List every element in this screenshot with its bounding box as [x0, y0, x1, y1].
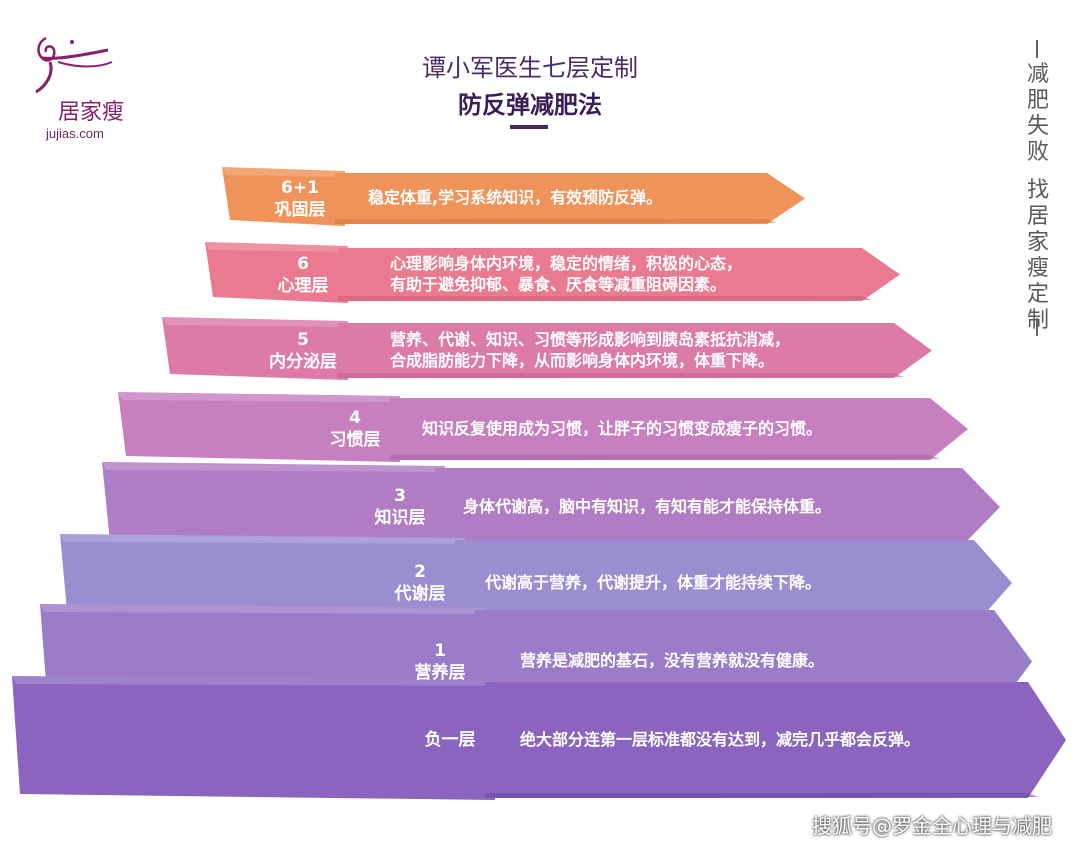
layer-arrow-shade	[335, 219, 777, 224]
layer-description-line: 有助于避免抑郁、暴食、厌食等减重阻碍因素。	[390, 274, 727, 294]
slogan-char: 定	[1026, 282, 1049, 307]
layer-label: 负一层	[400, 729, 500, 751]
layer-number: 6+1	[281, 177, 319, 198]
logo-brand-name: 居家瘦	[58, 100, 125, 125]
layer-number: 2	[414, 562, 426, 582]
layer-description: 知识反复使用成为习惯，让胖子的习惯变成瘦子的习惯。	[422, 418, 822, 439]
brand-logo: 居家瘦 jujias.com	[28, 28, 138, 148]
side-divider-bottom	[1036, 318, 1038, 336]
layer-description: 代谢高于营养，代谢提升，体重才能持续下降。	[485, 572, 821, 593]
layer-name: 心理层	[277, 275, 329, 296]
layer-block	[162, 317, 348, 380]
layer-description: 稳定体重,学习系统知识，有效预防反弹。	[368, 187, 662, 208]
layer-block	[118, 392, 400, 462]
layer-arrow	[435, 468, 1000, 546]
watermark: 搜狐号@罗金全心理与减肥	[812, 814, 1052, 838]
layer-highlight	[205, 242, 348, 252]
layer-description: 心理影响身体内环境，稳定的情绪，积极的心态，有助于避免抑郁、暴食、厌食等减重阻碍…	[390, 253, 742, 295]
layer-highlight	[12, 676, 495, 686]
layer-arrow	[455, 540, 1012, 626]
layer-description: 营养、代谢、知识、习惯等形成影响到胰岛素抵抗消减，合成脂肪能力下降，从而影响身体…	[390, 329, 790, 371]
layer-description: 身体代谢高，脑中有知识，有知有能才能保持体重。	[463, 496, 831, 517]
layer-block	[102, 462, 445, 548]
layer-number: 6	[297, 253, 309, 274]
slogan-char: 居	[1026, 204, 1049, 229]
layer-block	[60, 534, 465, 628]
layer-block	[222, 167, 345, 226]
layer-arrow	[338, 248, 900, 301]
layer-description-line: 营养、代谢、知识、习惯等形成影响到胰岛素抵抗消减，	[390, 329, 791, 349]
layer-description-line: 稳定体重,学习系统知识，有效预防反弹。	[368, 188, 663, 207]
layer-number: 3	[394, 486, 406, 506]
layer-name: 代谢层	[394, 584, 446, 604]
layer-description: 绝大部分连第一层标准都没有达到，减完几乎都会反弹。	[520, 729, 920, 750]
layer-arrow-shade	[390, 455, 940, 460]
side-divider-top	[1036, 40, 1038, 58]
layer-name: 习惯层	[329, 430, 381, 450]
layer-arrow-shade	[338, 373, 904, 378]
dancer-logo-icon	[35, 36, 113, 94]
slogan-char: 瘦	[1026, 256, 1049, 281]
layer-highlight	[118, 392, 400, 402]
slogan-char: 减	[1026, 62, 1049, 87]
layer-description-line: 绝大部分连第一层标准都没有达到，减完几乎都会反弹。	[520, 729, 921, 749]
layer-number: 4	[349, 408, 361, 428]
layer-block	[205, 242, 348, 303]
layer-highlight	[102, 462, 445, 472]
layer-name: 营养层	[414, 662, 466, 683]
layer-arrow	[485, 682, 1066, 798]
slogan-char: 败	[1026, 140, 1049, 165]
layer-description-line: 合成脂肪能力下降，从而影响身体内环境，体重下降。	[390, 350, 775, 370]
layer-block	[12, 676, 495, 800]
layer-arrow-shade	[338, 296, 872, 301]
layer-arrow	[338, 323, 932, 378]
title-line-2: 防反弹减肥法	[458, 91, 602, 119]
layer-description-line: 知识反复使用成为习惯，让胖子的习惯变成瘦子的习惯。	[422, 418, 823, 438]
layer-name: 知识层	[374, 508, 426, 528]
layer-highlight	[222, 167, 345, 177]
layer-number: 1	[434, 640, 446, 661]
layer-highlight	[162, 317, 348, 327]
layer-description-line: 代谢高于营养，代谢提升，体重才能持续下降。	[485, 572, 822, 592]
layer-number: 5	[297, 329, 309, 350]
logo-domain: jujias.com	[46, 126, 104, 141]
layer-arrow	[390, 398, 968, 460]
slogan-char: 找	[1026, 178, 1049, 203]
layer-arrow-shade	[485, 793, 1038, 798]
slogan-char: 肥	[1026, 88, 1049, 113]
side-slogan: 减肥失败找居家瘦定制	[1024, 62, 1052, 334]
layer-description-line: 营养是减肥的基石，没有营养就没有健康。	[520, 651, 825, 670]
layer-highlight	[60, 534, 465, 544]
title-line-1: 谭小军医生七层定制	[422, 54, 638, 82]
layer-arrow	[335, 173, 805, 224]
layer-name: 负一层	[424, 730, 476, 750]
layer-name: 内分泌层	[269, 351, 337, 372]
title-underline	[510, 125, 548, 129]
layer-description-line: 身体代谢高，脑中有知识，有知有能才能保持体重。	[463, 496, 832, 516]
layer-description-line: 心理影响身体内环境，稳定的情绪，积极的心态，	[390, 253, 743, 273]
layer-highlight	[40, 604, 485, 614]
layer-name: 巩固层	[274, 199, 326, 220]
slogan-char: 失	[1026, 114, 1049, 139]
layer-description: 营养是减肥的基石，没有营养就没有健康。	[520, 650, 824, 671]
slogan-char: 家	[1026, 230, 1049, 255]
